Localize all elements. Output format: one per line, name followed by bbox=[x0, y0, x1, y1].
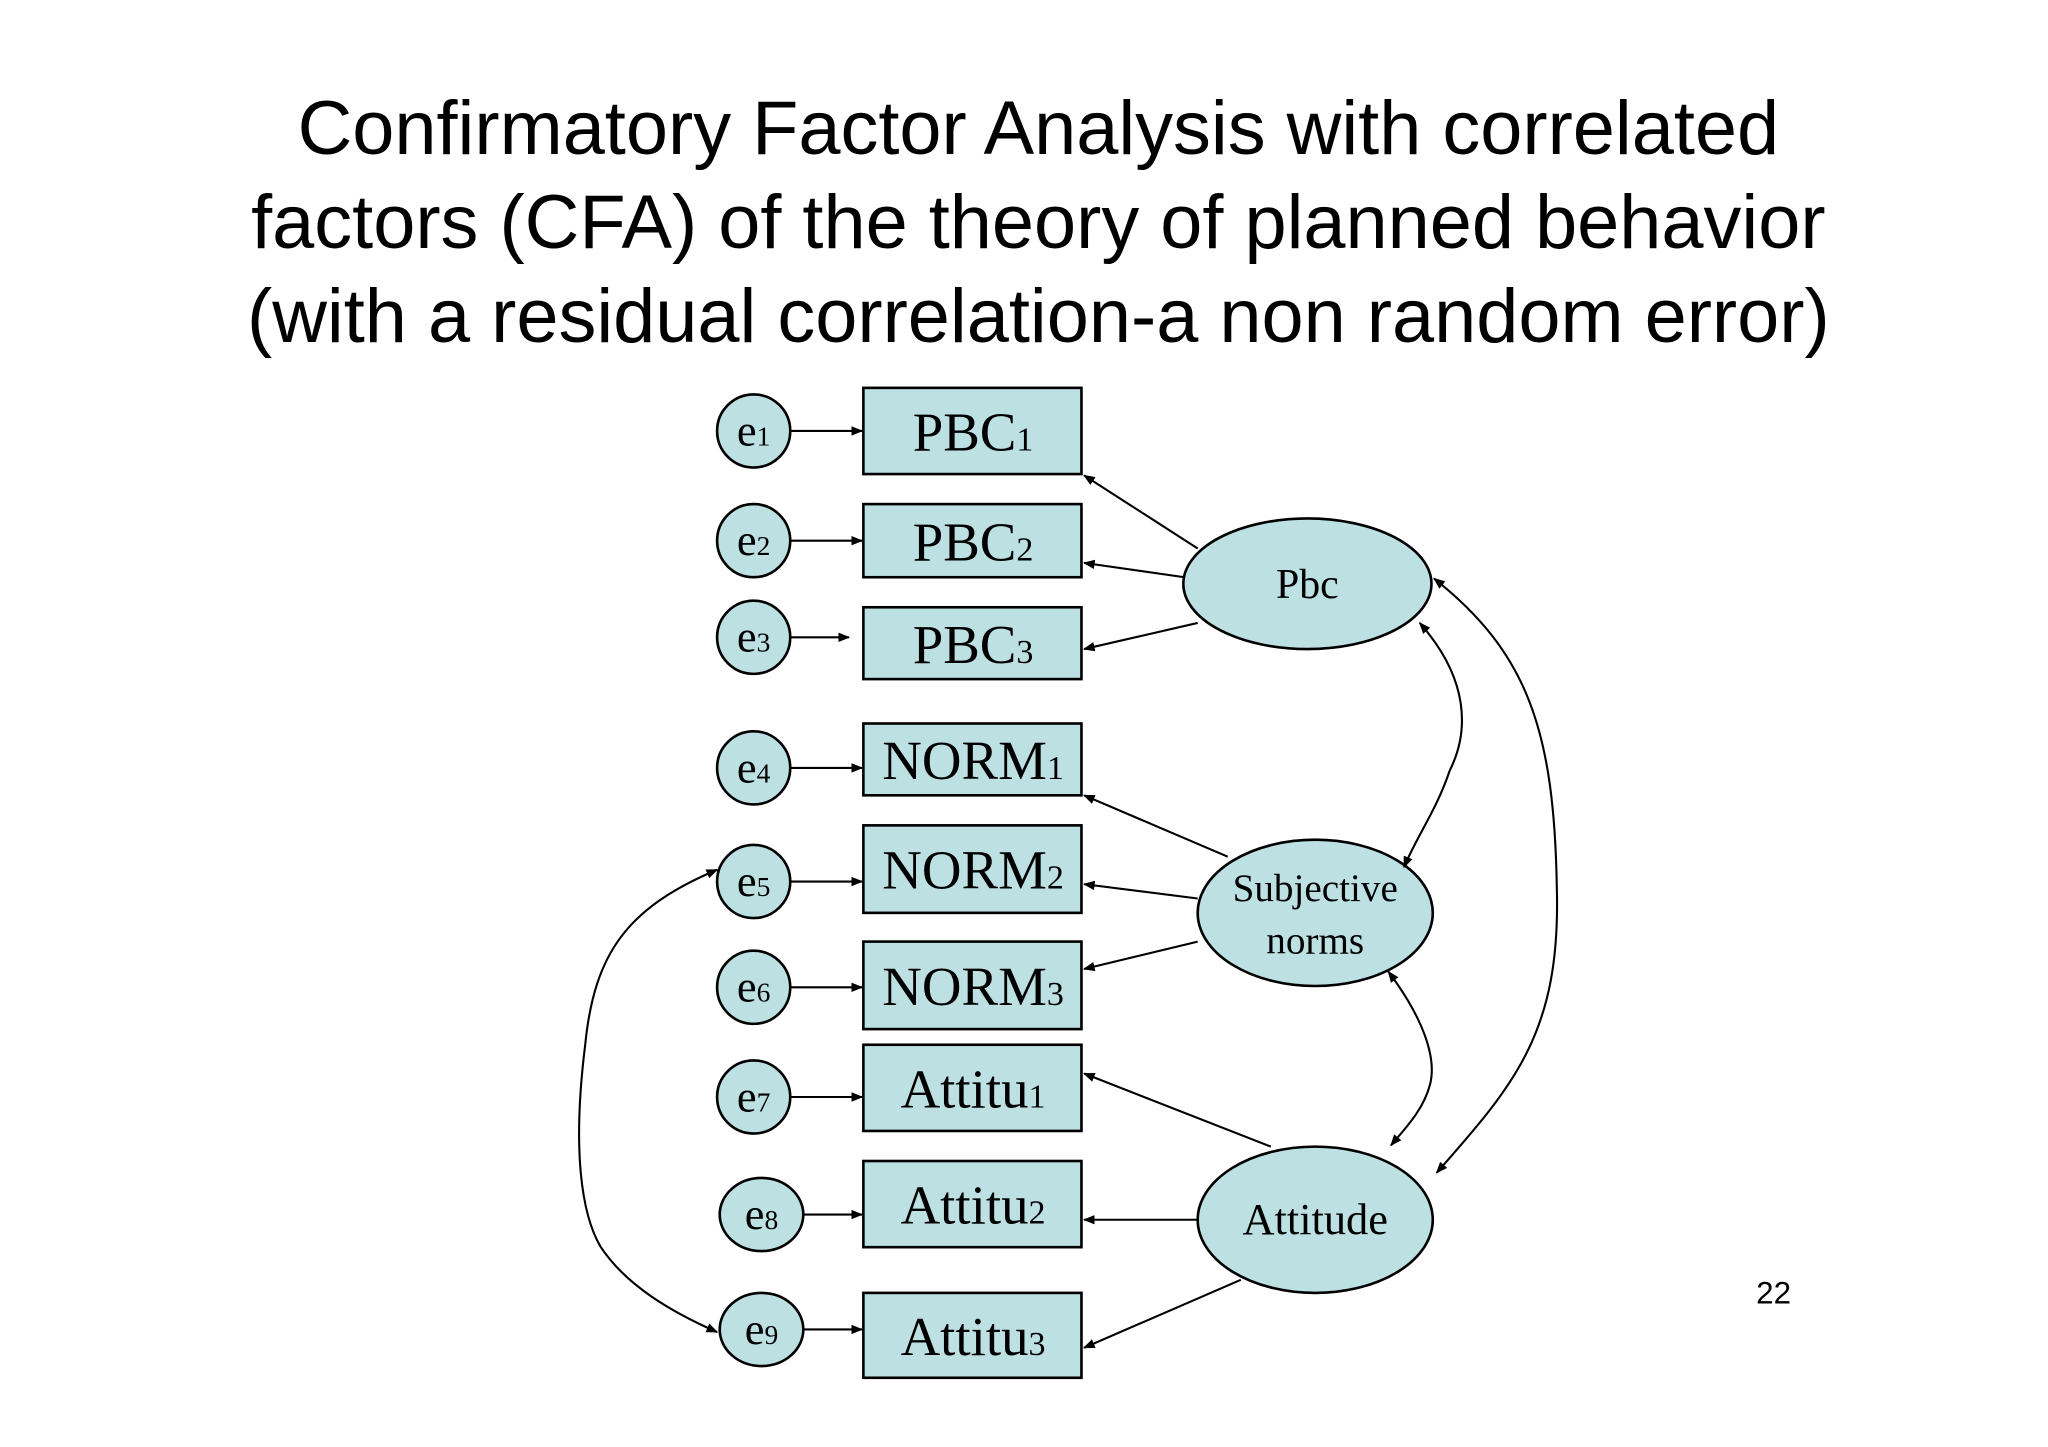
indicator-box-8 bbox=[862, 1159, 1083, 1249]
indicator-box-7 bbox=[862, 1043, 1083, 1133]
indicator-box-4 bbox=[862, 722, 1083, 797]
indicator-box-2 bbox=[862, 502, 1083, 579]
indicator-label-9: Attitu3 bbox=[901, 1306, 1046, 1367]
indicator-box-1 bbox=[862, 386, 1083, 476]
error-label-1: e1 bbox=[737, 405, 770, 455]
covariance-pbc-attitude bbox=[1433, 577, 1559, 1174]
residual-covariance-e5-e9 bbox=[578, 868, 719, 1334]
loading-arrow-5 bbox=[1082, 880, 1198, 900]
error-label-6: e6 bbox=[737, 962, 770, 1012]
indicator-box-3 bbox=[862, 605, 1083, 681]
loading-arrow-4 bbox=[1082, 794, 1229, 858]
indicator-box-6 bbox=[862, 940, 1083, 1031]
error-label-7: e7 bbox=[737, 1071, 770, 1121]
loading-arrow-3 bbox=[1082, 621, 1198, 652]
factor-label-norms: norms bbox=[1266, 919, 1364, 962]
factor-pbc bbox=[1182, 517, 1433, 651]
page-number: 22 bbox=[1756, 1275, 1791, 1310]
indicator-box-9 bbox=[862, 1291, 1083, 1380]
title-line-1: Confirmatory Factor Analysis with correl… bbox=[298, 86, 1780, 171]
indicator-label-8: Attitu2 bbox=[901, 1175, 1046, 1236]
covariance-norms-attitude bbox=[1387, 970, 1433, 1147]
loading-arrow-1 bbox=[1083, 474, 1199, 550]
loading-arrow-9 bbox=[1082, 1278, 1242, 1349]
indicator-label-4: NORM1 bbox=[882, 730, 1064, 791]
loading-arrow-7 bbox=[1082, 1072, 1272, 1148]
error-label-4: e4 bbox=[737, 742, 771, 792]
factor-norms bbox=[1196, 838, 1435, 988]
indicator-label-7: Attitu1 bbox=[901, 1058, 1046, 1119]
factor-label-pbc: Pbc bbox=[1276, 562, 1339, 608]
title-line-3: (with a residual correlation-a non rando… bbox=[247, 274, 1830, 359]
error-label-8: e8 bbox=[745, 1189, 778, 1239]
error-label-5: e5 bbox=[737, 856, 770, 906]
indicator-label-3: PBC3 bbox=[913, 614, 1034, 675]
error-label-3: e3 bbox=[737, 612, 770, 662]
error-label-9: e9 bbox=[745, 1304, 778, 1354]
loading-arrow-2 bbox=[1082, 559, 1185, 579]
indicator-label-1: PBC1 bbox=[913, 402, 1034, 463]
slide-title: Confirmatory Factor Analysis with correl… bbox=[247, 86, 1830, 359]
indicator-label-6: NORM3 bbox=[882, 956, 1064, 1017]
error-label-2: e2 bbox=[737, 515, 770, 565]
factor-label-norms: Subjective bbox=[1233, 867, 1398, 910]
indicator-label-5: NORM2 bbox=[882, 840, 1064, 901]
title-line-2: factors (CFA) of the theory of planned b… bbox=[251, 180, 1825, 265]
indicator-box-5 bbox=[862, 824, 1083, 915]
factor-label-attitude: Attitude bbox=[1242, 1194, 1387, 1244]
loading-arrow-6 bbox=[1082, 940, 1198, 972]
covariance-pbc-norms bbox=[1403, 622, 1463, 869]
indicator-label-2: PBC2 bbox=[913, 511, 1034, 572]
